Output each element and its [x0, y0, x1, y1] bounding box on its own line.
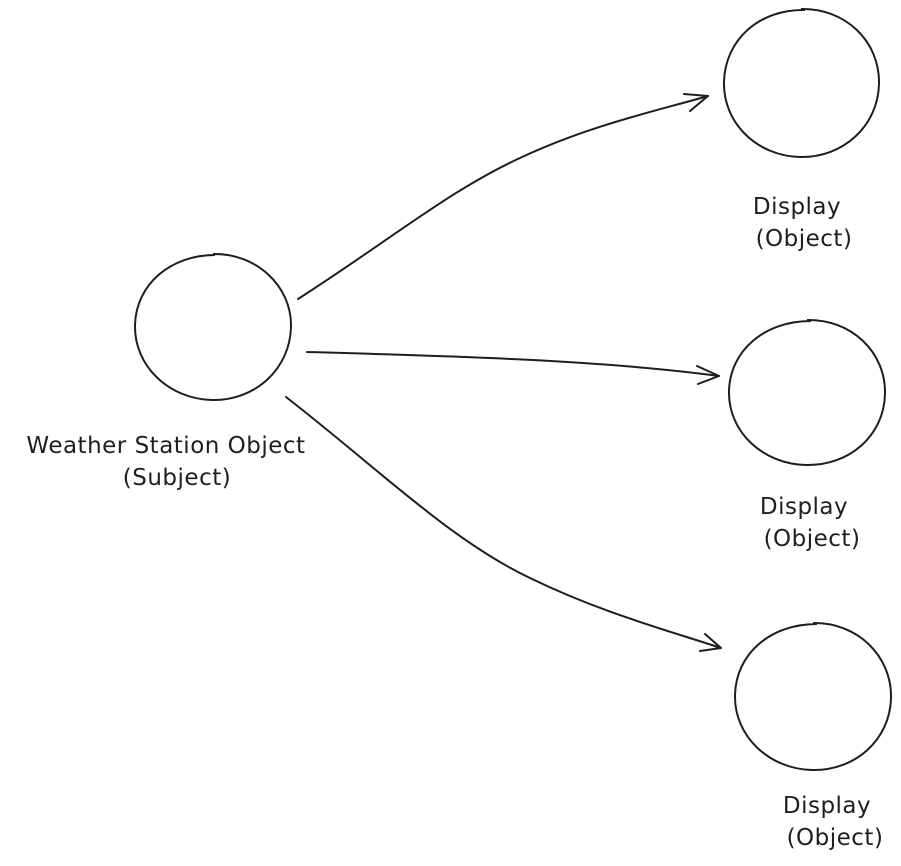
display-3-label-line1: Display [783, 793, 871, 819]
subject-circle [133, 252, 293, 402]
display-node-3[interactable]: Display (Object) [733, 621, 893, 851]
display-node-2[interactable]: Display (Object) [727, 318, 887, 552]
arrow-to-display-3 [285, 396, 722, 652]
arrowhead-3 [699, 633, 722, 652]
arrow-line-1 [297, 95, 709, 300]
display-3-label-line2: (Object) [787, 825, 884, 851]
arrow-to-display-2 [306, 351, 720, 385]
arrow-line-2 [306, 351, 720, 377]
display-1-label-line1: Display [753, 194, 841, 220]
display-node-1[interactable]: Display (Object) [722, 7, 881, 252]
subject-node[interactable]: Weather Station Object (Subject) [26, 252, 305, 491]
arrow-line-3 [285, 396, 722, 649]
display-circle-2 [727, 318, 887, 467]
arrow-to-display-1 [297, 93, 709, 300]
subject-label-line1: Weather Station Object [26, 433, 305, 459]
arrowhead-1 [683, 93, 709, 112]
display-2-label-line2: (Object) [764, 526, 861, 552]
display-circle-3 [733, 621, 893, 772]
display-circle-1 [722, 7, 881, 159]
display-1-label-line2: (Object) [756, 226, 853, 252]
subject-label-line2: (Subject) [123, 465, 231, 491]
arrowhead-2 [696, 365, 720, 385]
display-2-label-line1: Display [760, 494, 848, 520]
